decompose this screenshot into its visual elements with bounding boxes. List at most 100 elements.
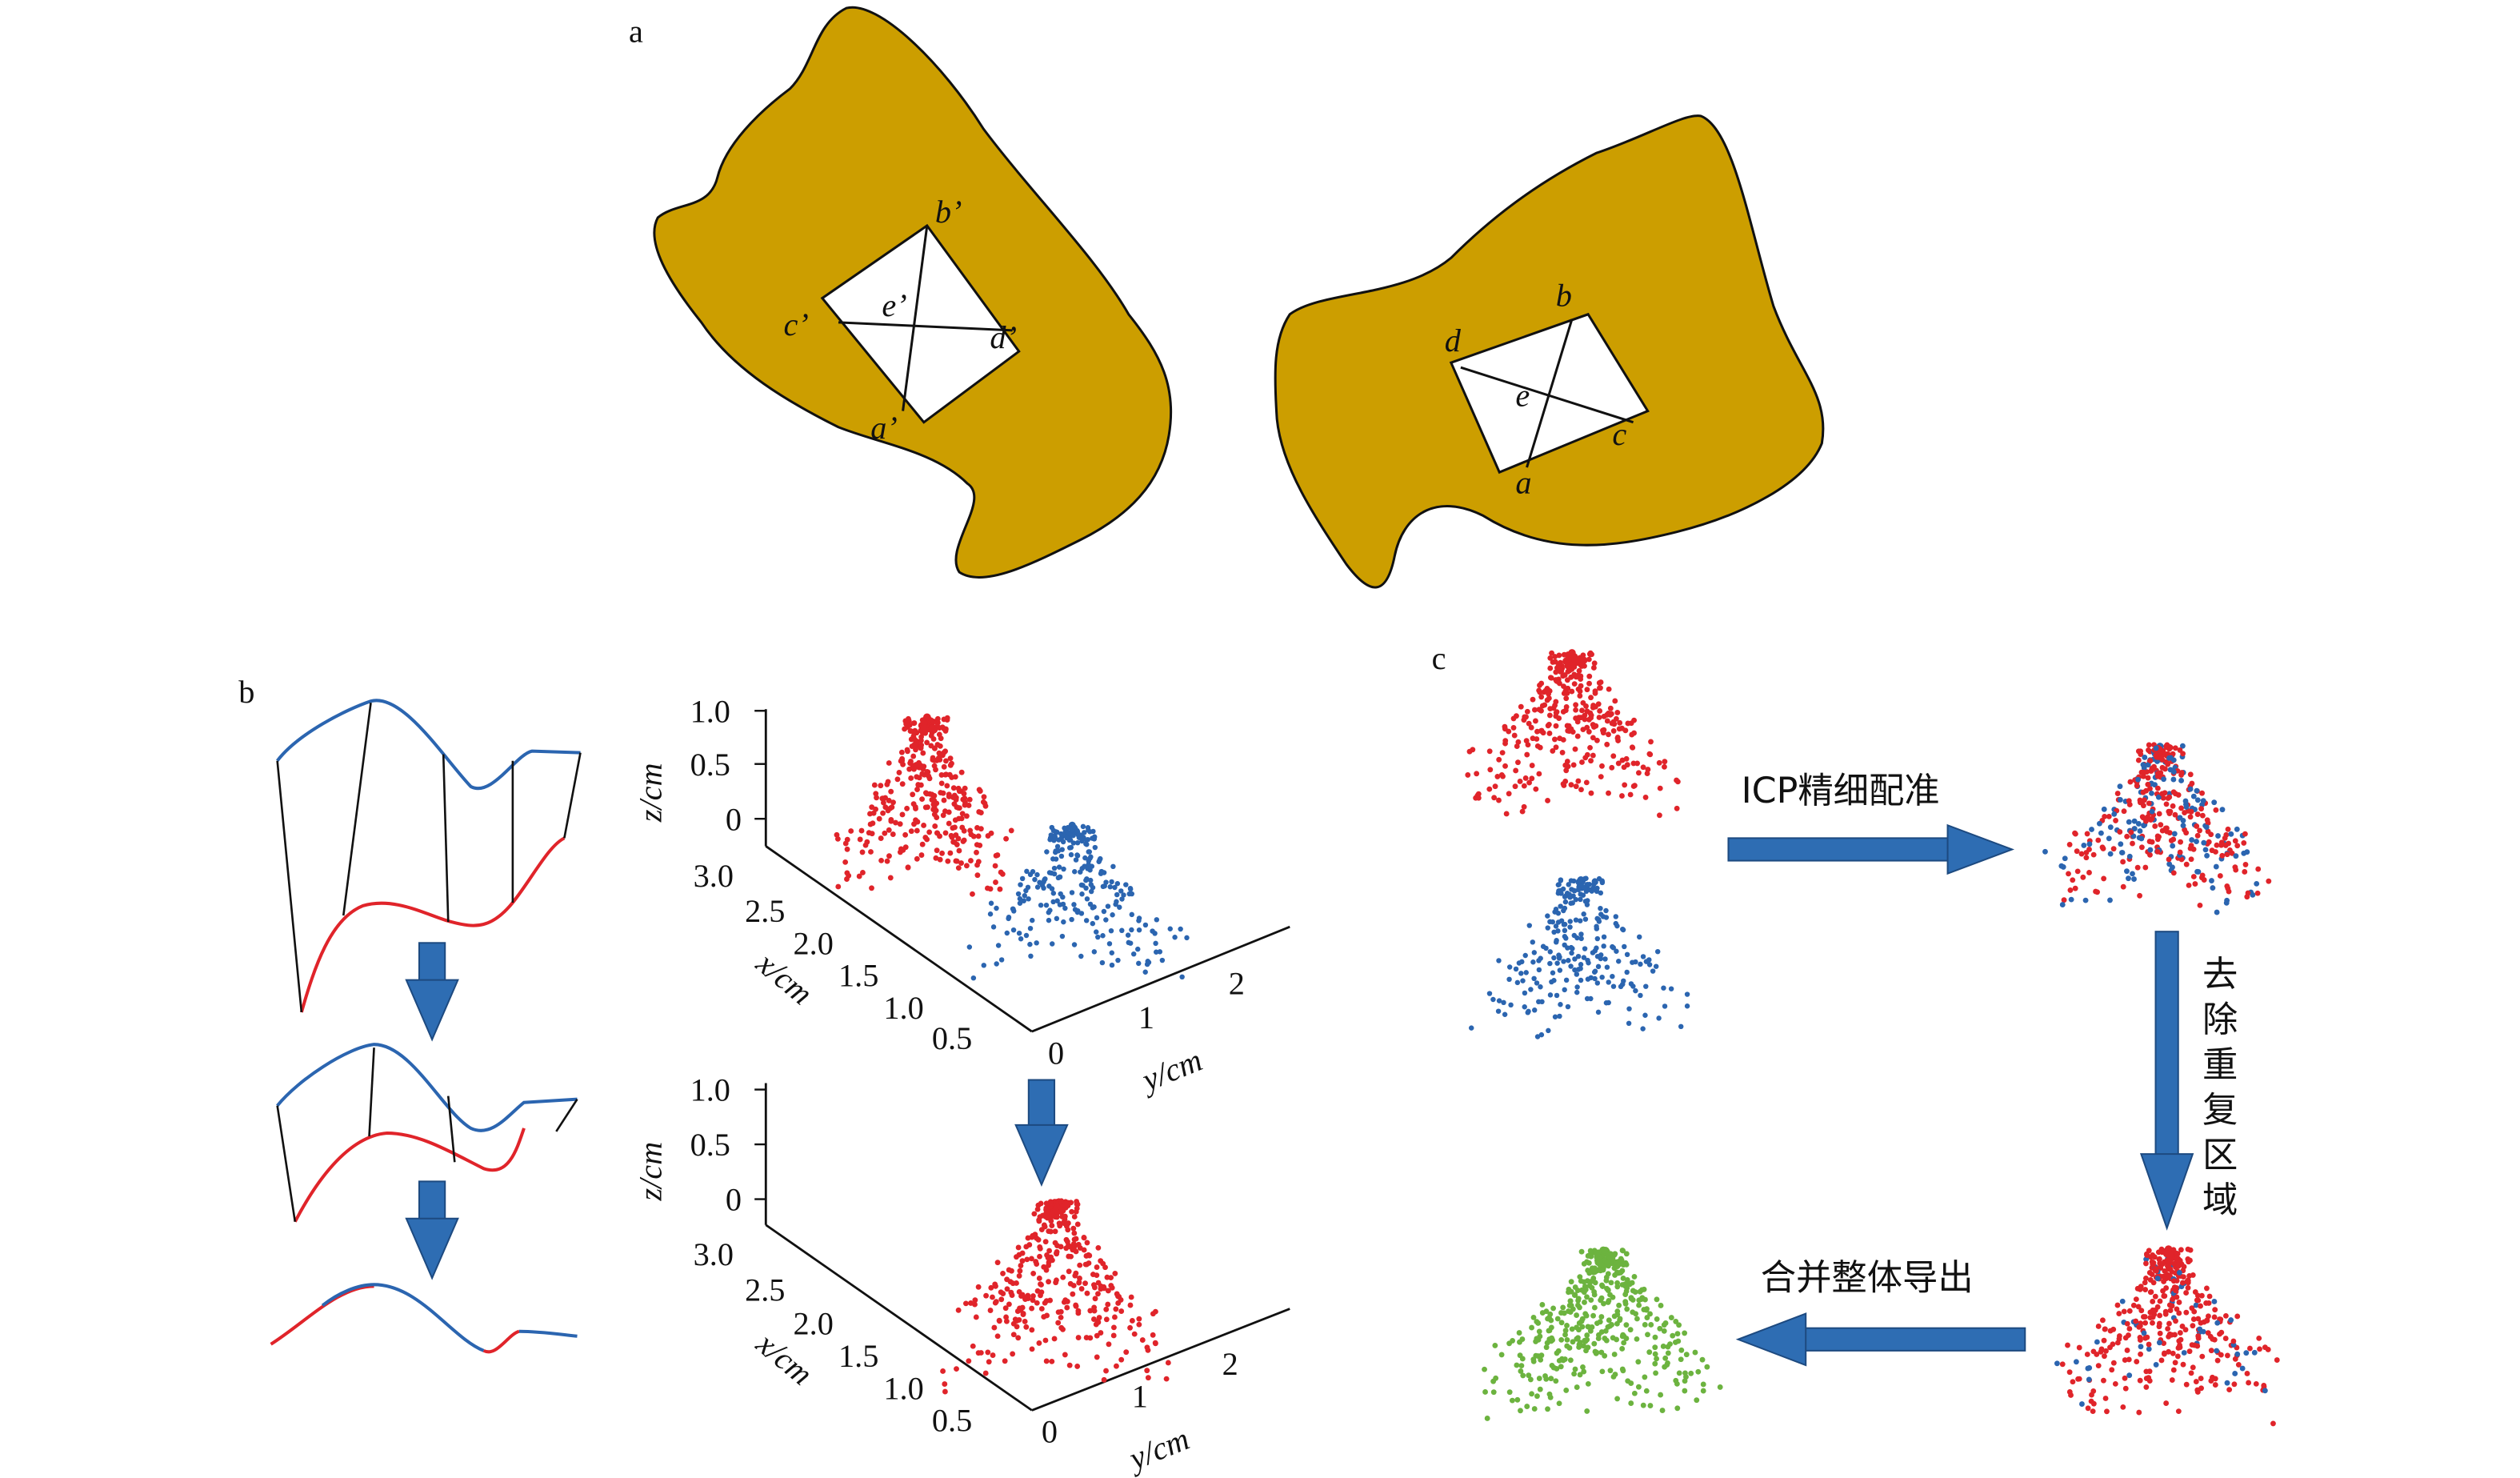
cloud-point: [1108, 927, 1114, 934]
cloud-point: [1095, 1244, 1102, 1251]
cloud-point: [1000, 1270, 1006, 1276]
cloud-point: [2198, 1303, 2203, 1309]
cloud-point: [1074, 852, 1080, 858]
cloud-point: [1514, 1396, 1521, 1403]
cloud-point: [1075, 1310, 1082, 1316]
cloud-point: [987, 1308, 994, 1313]
y-axis-label: y/cm: [1122, 1420, 1194, 1478]
cloud-point: [1572, 746, 1578, 752]
cloud-point: [2182, 810, 2188, 815]
cloud-point: [2187, 814, 2194, 820]
cloud-point: [1077, 1276, 1082, 1281]
cloud-point: [1571, 932, 1578, 939]
cloud-point: [1566, 1286, 1572, 1292]
cloud-point: [1060, 901, 1066, 907]
cloud-point: [1603, 1337, 1610, 1344]
cloud-point: [1635, 770, 1642, 776]
cloud-point: [1083, 918, 1090, 923]
cloud-point: [1608, 711, 1614, 717]
cloud-point: [1075, 1241, 1082, 1248]
cloud-point: [1620, 1332, 1626, 1338]
cloud-point: [2131, 876, 2137, 882]
cloud-point: [2134, 783, 2140, 789]
cloud-point: [1606, 1298, 1612, 1304]
cloud-point: [1561, 907, 1566, 914]
cloud-point: [1569, 688, 1575, 695]
cloud-point: [1575, 1296, 1582, 1302]
cloud-point: [974, 872, 981, 879]
cloud-point: [1016, 1252, 1022, 1258]
cloud-point: [970, 1343, 976, 1349]
cloud-point: [1590, 752, 1596, 759]
cloud-point: [947, 850, 954, 856]
cloud-point: [988, 1284, 994, 1291]
cloud-point: [1482, 1366, 1487, 1372]
cloud-point: [2188, 856, 2194, 863]
cloud-point: [1118, 1297, 1124, 1303]
cloud-point: [921, 823, 927, 828]
cloud-point: [894, 776, 901, 783]
cloud-point: [985, 1349, 991, 1356]
cloud-point: [2230, 1338, 2237, 1344]
cloud-point: [928, 733, 934, 739]
cloud-point: [919, 771, 926, 777]
cloud-point: [1582, 755, 1589, 761]
cloud-point: [1553, 677, 1559, 683]
cloud-point: [1002, 1358, 1008, 1364]
cloud-point: [1617, 1316, 1623, 1322]
cloud-point: [1603, 907, 1609, 914]
cloud-point: [2147, 1315, 2154, 1321]
cloud-point: [1556, 1400, 1562, 1407]
cloud-point: [1543, 1376, 1550, 1382]
cloud-point: [1656, 812, 1662, 819]
cloud-point: [1568, 900, 1574, 906]
cloud-point: [1583, 703, 1589, 709]
cloud-point: [2142, 1335, 2149, 1341]
cloud-point: [2137, 1337, 2143, 1344]
cloud-point: [1626, 1281, 1633, 1288]
cloud-point: [876, 815, 882, 822]
cloud-point: [2137, 892, 2143, 899]
cloud-point: [982, 1370, 989, 1376]
cloud-point: [2256, 1335, 2262, 1341]
cloud-point: [1129, 891, 1135, 897]
cloud-point: [2190, 793, 2197, 799]
cloud-point: [2122, 1385, 2129, 1392]
cloud-point: [2116, 1311, 2122, 1316]
cloud-point: [1145, 1375, 1151, 1381]
cloud-point: [1526, 1372, 1532, 1379]
cloud-point: [1006, 1267, 1012, 1273]
cloud-point: [2146, 1341, 2152, 1348]
cloud-point: [1578, 1318, 1585, 1324]
cloud-point: [1598, 774, 1604, 780]
right-quad-diagonal-2: [1460, 366, 1634, 424]
cloud-point: [1554, 1316, 1561, 1322]
cloud-point: [1051, 837, 1057, 843]
cloud-point: [951, 801, 958, 807]
cloud-point: [1080, 823, 1086, 830]
cloud-point: [2177, 1330, 2183, 1336]
cloud-point: [1047, 1228, 1054, 1235]
cloud-point: [1018, 1263, 1024, 1268]
cloud-point: [1674, 805, 1680, 811]
cloud-point: [977, 843, 983, 848]
cloud-point: [1574, 971, 1580, 977]
cloud-point: [1085, 866, 1090, 871]
cloud-point: [2185, 1246, 2191, 1252]
cloud-point: [2083, 855, 2090, 861]
cloud-point: [2152, 1293, 2158, 1300]
cloud-point: [1550, 970, 1556, 975]
cloud-point: [1523, 738, 1530, 744]
cloud-point: [1594, 923, 1599, 929]
cloud-point: [2089, 827, 2094, 832]
cloud-point: [1121, 892, 1126, 898]
cloud-point: [1526, 720, 1532, 727]
cloud-point: [990, 1294, 995, 1300]
cloud-point: [1606, 731, 1611, 738]
cloud-point: [1009, 1292, 1015, 1299]
cloud-point: [2141, 1330, 2147, 1336]
cloud-point: [2192, 1289, 2198, 1295]
cloud-point: [952, 774, 958, 780]
cloud-point: [1520, 1372, 1526, 1379]
cloud-point: [2170, 1350, 2176, 1356]
